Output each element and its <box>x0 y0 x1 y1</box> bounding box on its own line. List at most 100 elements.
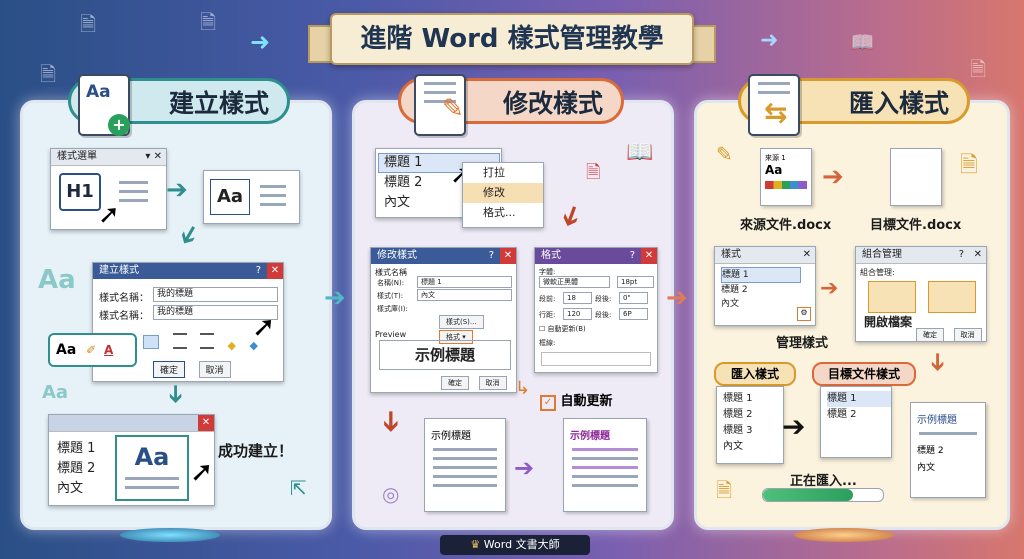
highlight-icon[interactable]: ◆ <box>249 339 258 352</box>
align-center-icon[interactable] <box>172 333 187 349</box>
doc-heading: 標題 2 <box>917 446 944 456</box>
line-spacing-input[interactable]: 120 <box>563 308 592 320</box>
folder-icon[interactable] <box>928 281 976 313</box>
close-icon[interactable]: ✕ <box>641 248 657 264</box>
h1-style-button[interactable]: H1 <box>59 173 101 211</box>
brush-icon[interactable]: ✐ <box>86 343 97 357</box>
field-label: 樣式庫(I): <box>377 305 408 313</box>
field-label: 框線: <box>539 339 556 347</box>
close-icon[interactable]: ✕ <box>267 263 283 279</box>
target-document <box>890 148 942 206</box>
fill-color-icon[interactable]: ◆ <box>227 339 236 352</box>
menu-item-modify[interactable]: 修改 <box>463 183 543 203</box>
style-menu-window: 樣式選單▾ ✕ H1 <box>50 148 167 230</box>
arrow-right-icon: ➔ <box>782 410 806 443</box>
style-name-input[interactable]: 我的標題 <box>153 305 278 320</box>
style-list: 標題 1 標題 2 標題 3 內文 <box>717 387 783 455</box>
list-item[interactable]: 內文 <box>723 441 743 452</box>
list-item[interactable]: 標題 2 <box>384 175 423 190</box>
list-item[interactable]: 內文 <box>721 299 740 309</box>
document-icon: 🗎 <box>200 10 217 34</box>
list-item[interactable]: 標題 2 <box>721 285 748 295</box>
manage-styles-button[interactable]: ⚙ <box>797 307 811 321</box>
list-item[interactable]: 標題 2 <box>723 409 753 420</box>
cursor-icon: ➚ <box>98 200 120 230</box>
field-label: 名稱(N): <box>377 279 405 287</box>
spacing-after-input[interactable]: 0" <box>619 292 648 304</box>
help-icon[interactable]: ? <box>958 249 964 260</box>
window-title: 組合管理 <box>862 249 902 260</box>
list-item[interactable]: 標題 2 <box>57 461 96 476</box>
result-document: 示例標題 標題 2 內文 <box>910 402 986 498</box>
ok-button[interactable]: 確定 <box>441 376 469 390</box>
target-file-label: 目標文件.docx <box>870 218 962 233</box>
close-icon[interactable]: ✕ <box>198 415 214 431</box>
context-menu: 打拉 修改 格式... <box>462 162 544 228</box>
target-style-list: 標題 1 標題 2 <box>820 386 892 458</box>
style-name-input[interactable]: 我的標題 <box>153 287 278 302</box>
importing-status: 正在匯入... <box>790 474 857 489</box>
list-item[interactable]: 標題 1 <box>827 391 891 407</box>
style-card: Aa <box>115 435 189 501</box>
style-document-icon: Aa + <box>78 74 130 136</box>
list-item[interactable]: 標題 1 <box>384 155 423 170</box>
auto-update-option[interactable]: ✓ 自動更新 <box>540 390 613 411</box>
arrow-right-icon: ➔ <box>324 283 346 313</box>
help-icon[interactable]: ? <box>255 265 261 276</box>
list-item[interactable]: 標題 1 <box>721 267 801 283</box>
font-toolbar: Aa ✐ A <box>48 333 137 367</box>
border-preview <box>541 352 651 366</box>
font-color-icon[interactable]: A <box>104 343 114 357</box>
ok-button[interactable]: 確定 <box>916 328 944 342</box>
menu-item[interactable]: 打拉 <box>483 166 505 179</box>
section-title: 建立樣式 <box>168 89 269 118</box>
close-icon[interactable]: ✕ <box>802 249 811 260</box>
swap-arrows-icon: ⇆ <box>764 96 788 129</box>
document-icon: 🗎 <box>970 57 987 81</box>
brand-logo-icon: ♛ <box>470 538 481 551</box>
pedestal <box>120 528 220 542</box>
list-item[interactable]: 內文 <box>57 481 84 496</box>
import-styles-tag: 匯入樣式 <box>714 362 796 386</box>
size-select[interactable]: 18pt <box>617 276 654 288</box>
cancel-button[interactable]: 取消 <box>198 361 231 378</box>
cancel-button[interactable]: 取消 <box>953 328 982 342</box>
open-file-label[interactable]: 開啟檔案 <box>864 315 913 329</box>
auto-update-checkbox[interactable]: ☐ 自動更新(B) <box>539 325 586 333</box>
arrow-right-icon: ➔ <box>666 283 688 313</box>
list-item[interactable]: 標題 1 <box>723 393 753 404</box>
style-button[interactable]: 樣式(S)... <box>439 315 484 329</box>
target-styles-tag: 目標文件樣式 <box>812 362 916 386</box>
close-icon[interactable]: ✕ <box>500 248 516 264</box>
doc-heading: 示例標題 <box>917 415 957 426</box>
type-select[interactable]: 內文 <box>417 289 512 301</box>
list-item[interactable]: 標題 2 <box>827 409 857 420</box>
justify-icon[interactable] <box>200 333 214 349</box>
field-label: 樣式名稱： <box>99 293 149 304</box>
list-item[interactable]: 標題 3 <box>723 425 753 436</box>
book-icon: 📖 <box>850 30 875 54</box>
help-icon[interactable]: ? <box>488 250 494 261</box>
aa-icon: Aa <box>134 443 170 471</box>
menu-item[interactable]: 格式... <box>483 206 516 219</box>
folder-icon[interactable] <box>868 281 916 313</box>
page-title: 進階 Word 樣式管理教學 <box>360 24 664 54</box>
close-icon[interactable]: ▾ ✕ <box>145 151 162 162</box>
field-label: 段後: <box>595 311 612 319</box>
ok-button[interactable]: 確定 <box>153 361 186 378</box>
cancel-button[interactable]: 取消 <box>478 376 507 390</box>
list-item[interactable]: 標題 1 <box>57 441 96 456</box>
doc-body: 內文 <box>917 463 936 473</box>
after-input[interactable]: 6P <box>619 308 648 320</box>
close-icon[interactable]: ✕ <box>973 249 982 260</box>
help-icon[interactable]: ? <box>629 250 635 261</box>
list-item[interactable]: 內文 <box>384 195 411 210</box>
font-select[interactable]: 微軟正黑體 <box>539 276 610 288</box>
arrow-down-icon: ➔ <box>924 351 953 373</box>
checkbox-checked-icon[interactable]: ✓ <box>540 395 556 411</box>
align-left-icon[interactable] <box>143 335 159 349</box>
mouse-icon: ◎ <box>382 482 400 506</box>
name-input[interactable]: 標題 1 <box>417 276 512 288</box>
footer-text: Word 文書大師 <box>483 538 560 551</box>
spacing-before-input[interactable]: 18 <box>563 292 592 304</box>
